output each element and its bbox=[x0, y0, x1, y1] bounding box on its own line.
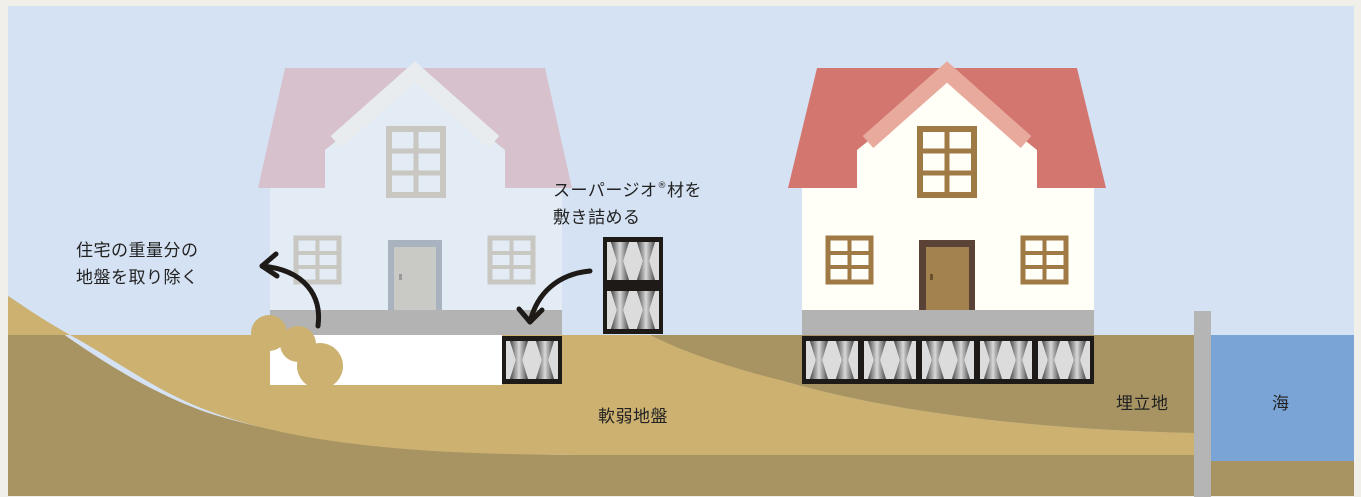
house-after-window-left bbox=[825, 235, 874, 285]
arrow-out-icon bbox=[259, 251, 322, 329]
sea-wall-pile bbox=[1194, 311, 1211, 497]
label-lay-material: スーパージオ®材を 敷き詰める bbox=[553, 173, 702, 232]
house-before-window-right bbox=[487, 235, 536, 285]
house-after-gable-trim bbox=[862, 61, 1032, 148]
removed-soil-balls bbox=[251, 315, 343, 389]
house-after-door bbox=[926, 247, 969, 312]
label-reclaimed-land: 埋立地 bbox=[1116, 394, 1169, 414]
registered-mark: ® bbox=[657, 181, 667, 191]
label-remove-soil-line1: 住宅の重量分の bbox=[76, 241, 199, 261]
deep-soil bbox=[8, 296, 1196, 496]
house-after-window-right bbox=[1020, 235, 1069, 285]
house-after-attic-window bbox=[917, 126, 977, 198]
label-remove-soil: 住宅の重量分の 地盤を取り除く bbox=[76, 238, 199, 292]
house-before bbox=[258, 61, 572, 335]
material-block-placed bbox=[502, 336, 562, 384]
sea bbox=[1211, 335, 1354, 461]
house-before-gable-trim bbox=[330, 61, 500, 148]
arrow-in-icon bbox=[516, 268, 593, 325]
label-lay-material-line2: 敷き詰める bbox=[553, 208, 641, 228]
house-before-foundation bbox=[270, 310, 562, 335]
label-lay-material-suffix: 材を bbox=[667, 181, 702, 201]
material-row-installed bbox=[802, 336, 1094, 384]
house-before-window-left bbox=[293, 235, 342, 285]
house-before-attic-window bbox=[386, 126, 446, 198]
house-after bbox=[788, 61, 1106, 335]
label-soft-ground: 軟弱地盤 bbox=[598, 407, 668, 427]
deep-soil-bottom bbox=[1196, 461, 1354, 496]
label-lay-material-line1: スーパージオ®材を bbox=[553, 173, 702, 205]
label-sea: 海 bbox=[1272, 394, 1290, 414]
label-remove-soil-line2: 地盤を取り除く bbox=[76, 268, 199, 288]
material-blocks-stack bbox=[603, 237, 663, 334]
label-lay-material-prefix: スーパージオ bbox=[553, 181, 658, 201]
house-after-foundation bbox=[802, 310, 1094, 335]
